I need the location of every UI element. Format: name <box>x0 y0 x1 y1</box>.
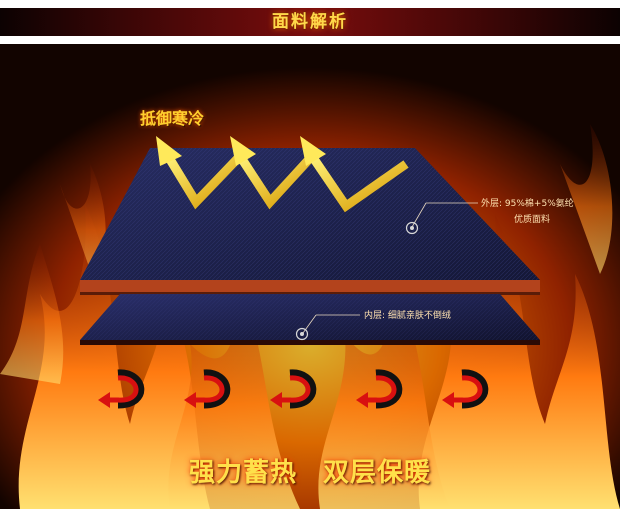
target-icon <box>405 221 419 235</box>
inner-fabric-layer <box>80 294 540 345</box>
flames <box>0 124 620 509</box>
inner-layer-title: 内层: <box>364 311 386 321</box>
slogan-left: 强力蓄热 <box>188 458 297 488</box>
red-u-turn-arrow-icon <box>98 369 489 409</box>
yellow-zigzag-arrow-icon <box>156 136 409 213</box>
inner-layer-label: 内层: 细腻亲肤不倒绒 <box>364 308 451 321</box>
outer-layer-detail-2: 优质面料 <box>514 215 551 225</box>
outer-layer-title: 外层: <box>481 199 503 209</box>
scene-graphic <box>0 44 620 509</box>
warm-caption: 抵御寒冷 <box>140 109 205 128</box>
fabric-scene: 抵御寒冷 外层: 95%棉+5%氨纶 优质面料 内层: 细腻亲肤不倒绒 强力蓄热… <box>0 44 620 509</box>
target-icon <box>295 327 309 341</box>
outer-fabric-layer <box>80 148 540 295</box>
outer-layer-label: 外层: 95%棉+5%氨纶 <box>481 196 574 209</box>
slogan: 强力蓄热 双层保暖 <box>0 452 620 489</box>
page-title: 面料解析 <box>272 12 348 32</box>
inner-layer-detail: 细腻亲肤不倒绒 <box>387 311 451 321</box>
outer-layer-detail: 95%棉+5%氨纶 <box>504 199 574 209</box>
header: 面料解析 <box>0 0 620 44</box>
slogan-right: 双层保暖 <box>323 458 432 488</box>
header-bar <box>0 8 620 36</box>
